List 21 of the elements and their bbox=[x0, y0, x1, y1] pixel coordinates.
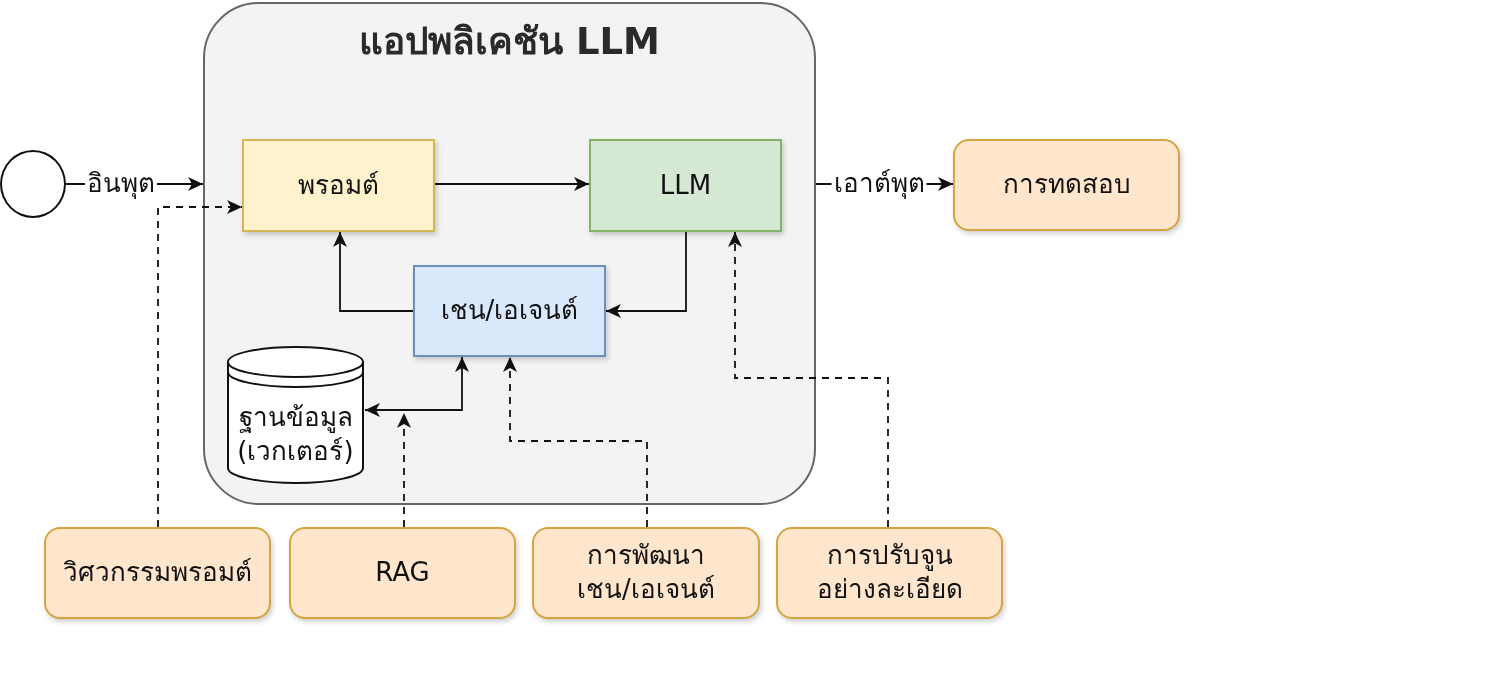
rounded-panel bbox=[203, 2, 816, 505]
rounded-box: RAG bbox=[289, 527, 516, 619]
rounded-box: การพัฒนาเชน/เอเจนต์ bbox=[532, 527, 760, 619]
dashed-arrow bbox=[503, 356, 648, 528]
process-box: เชน/เอเจนต์ bbox=[413, 265, 606, 357]
arrow bbox=[333, 231, 414, 312]
panel-title: แอปพลิเคชัน LLM bbox=[359, 19, 660, 65]
dashed-arrow bbox=[157, 200, 243, 528]
process-box: พรอมต์ bbox=[242, 139, 435, 232]
rounded-box: การปรับจูน อย่างละเอียด bbox=[776, 527, 1003, 619]
dashed-arrow bbox=[728, 231, 889, 528]
dashed-arrow bbox=[397, 412, 411, 528]
double-arrow bbox=[364, 356, 469, 417]
arrow bbox=[605, 231, 687, 318]
arrow bbox=[434, 177, 590, 191]
rounded-box: วิศวกรรมพรอมต์ bbox=[44, 527, 271, 619]
edge-label: อินพุต bbox=[84, 168, 157, 200]
edge-label: เอาต์พุต bbox=[831, 168, 927, 200]
process-box: LLM bbox=[589, 139, 782, 232]
rounded-box: การทดสอบ bbox=[953, 139, 1180, 231]
database-cylinder: ฐานข้อมูล (เวกเตอร์) bbox=[226, 345, 365, 485]
